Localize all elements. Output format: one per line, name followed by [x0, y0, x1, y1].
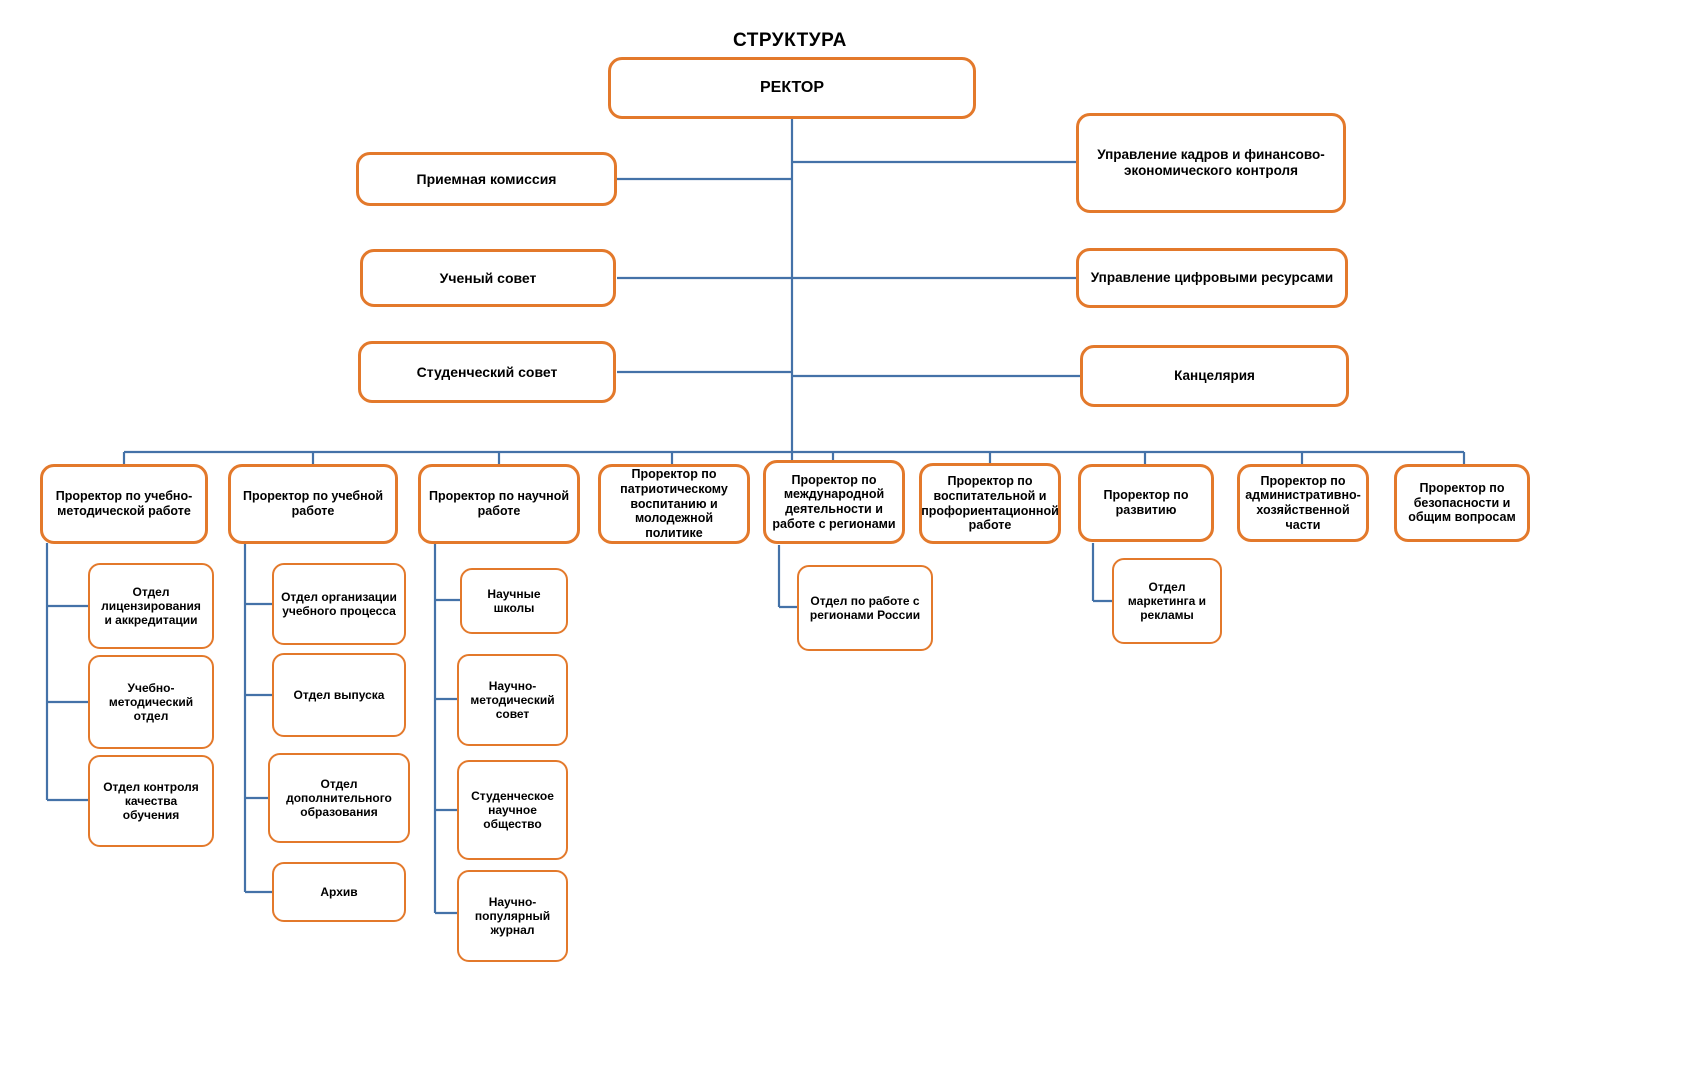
node-p2-child-1[interactable]: Научно-методический совет — [457, 654, 568, 746]
node-label: Студенческое научное общество — [471, 788, 554, 832]
node-label: Проректор по патриотическому воспитанию … — [620, 467, 728, 541]
node-p4-child-0[interactable]: Отдел по работе с регионами России — [797, 565, 933, 651]
node-label: Проректор по развитию — [1103, 488, 1189, 517]
node-label: Проректор по учебной работе — [242, 489, 384, 518]
node-prorector-6[interactable]: Проректор по развитию — [1078, 464, 1214, 542]
node-label: Отдел лицензирования и аккредитации — [101, 584, 201, 628]
node-label: Канцелярия — [1174, 368, 1255, 384]
node-p0-child-0[interactable]: Отдел лицензирования и аккредитации — [88, 563, 214, 649]
node-p0-child-2[interactable]: Отдел контроля качества обучения — [88, 755, 214, 847]
node-label: Управление кадров и финансово-экономичес… — [1097, 147, 1325, 178]
node-p2-child-0[interactable]: Научные школы — [460, 568, 568, 634]
node-label: Приемная комиссия — [416, 170, 557, 187]
node-uchenyy-sovet[interactable]: Ученый совет — [360, 249, 616, 307]
node-label: Управление цифровыми ресурсами — [1090, 270, 1334, 286]
node-label: Научно-методический совет — [470, 678, 555, 722]
node-upravlenie-cifrovymi-resursami[interactable]: Управление цифровыми ресурсами — [1076, 248, 1348, 308]
node-p2-child-2[interactable]: Студенческое научное общество — [457, 760, 568, 860]
node-label: Отдел по работе с регионами России — [809, 593, 921, 622]
node-p1-child-1[interactable]: Отдел выпуска — [272, 653, 406, 737]
node-label: Отдел маркетинга и рекламы — [1127, 579, 1207, 623]
node-prorector-4[interactable]: Проректор по международной деятельности … — [763, 460, 905, 544]
node-kancelyariya[interactable]: Канцелярия — [1080, 345, 1349, 407]
node-label: РЕКТОР — [760, 78, 824, 96]
node-label: Учебно-методический отдел — [108, 680, 194, 724]
node-prorector-1[interactable]: Проректор по учебной работе — [228, 464, 398, 544]
node-label: Научные школы — [487, 586, 541, 615]
node-label: Отдел выпуска — [293, 687, 385, 702]
node-prorector-7[interactable]: Проректор по административно-хозяйственн… — [1237, 464, 1369, 542]
node-priemnaya-komissiya[interactable]: Приемная комиссия — [356, 152, 617, 206]
node-label: Ученый совет — [439, 269, 537, 286]
node-label: Проректор по международной деятельности … — [772, 472, 896, 531]
node-prorector-8[interactable]: Проректор по безопасности и общим вопрос… — [1394, 464, 1530, 542]
node-p1-child-2[interactable]: Отдел дополнительного образования — [268, 753, 410, 843]
node-prorector-3[interactable]: Проректор по патриотическому воспитанию … — [598, 464, 750, 544]
node-label: Проректор по безопасности и общим вопрос… — [1408, 480, 1516, 525]
node-p6-child-0[interactable]: Отдел маркетинга и рекламы — [1112, 558, 1222, 644]
node-studencheskiy-sovet[interactable]: Студенческий совет — [358, 341, 616, 403]
node-rektor[interactable]: РЕКТОР — [608, 57, 976, 119]
node-label: Проректор по воспитательной и профориент… — [921, 474, 1059, 533]
node-label: Архив — [320, 884, 358, 899]
node-label: Отдел организации учебного процесса — [281, 589, 397, 618]
node-p2-child-3[interactable]: Научно-популярный журнал — [457, 870, 568, 962]
node-label: Проректор по учебно-методической работе — [55, 489, 193, 518]
node-p0-child-1[interactable]: Учебно-методический отдел — [88, 655, 214, 749]
node-prorector-5[interactable]: Проректор по воспитательной и профориент… — [919, 463, 1061, 544]
node-label: Студенческий совет — [416, 363, 558, 380]
node-label: Проректор по научной работе — [428, 489, 570, 518]
node-label: Проректор по административно-хозяйственн… — [1245, 473, 1361, 532]
node-label: Отдел дополнительного образования — [286, 776, 392, 820]
page-title: СТРУКТУРА — [733, 30, 847, 51]
node-p1-child-3[interactable]: Архив — [272, 862, 406, 922]
node-prorector-2[interactable]: Проректор по научной работе — [418, 464, 580, 544]
node-prorector-0[interactable]: Проректор по учебно-методической работе — [40, 464, 208, 544]
node-upravlenie-kadrov[interactable]: Управление кадров и финансово-экономичес… — [1076, 113, 1346, 213]
node-p1-child-0[interactable]: Отдел организации учебного процесса — [272, 563, 406, 645]
node-label: Научно-популярный журнал — [474, 894, 551, 938]
node-label: Отдел контроля качества обучения — [103, 779, 199, 823]
